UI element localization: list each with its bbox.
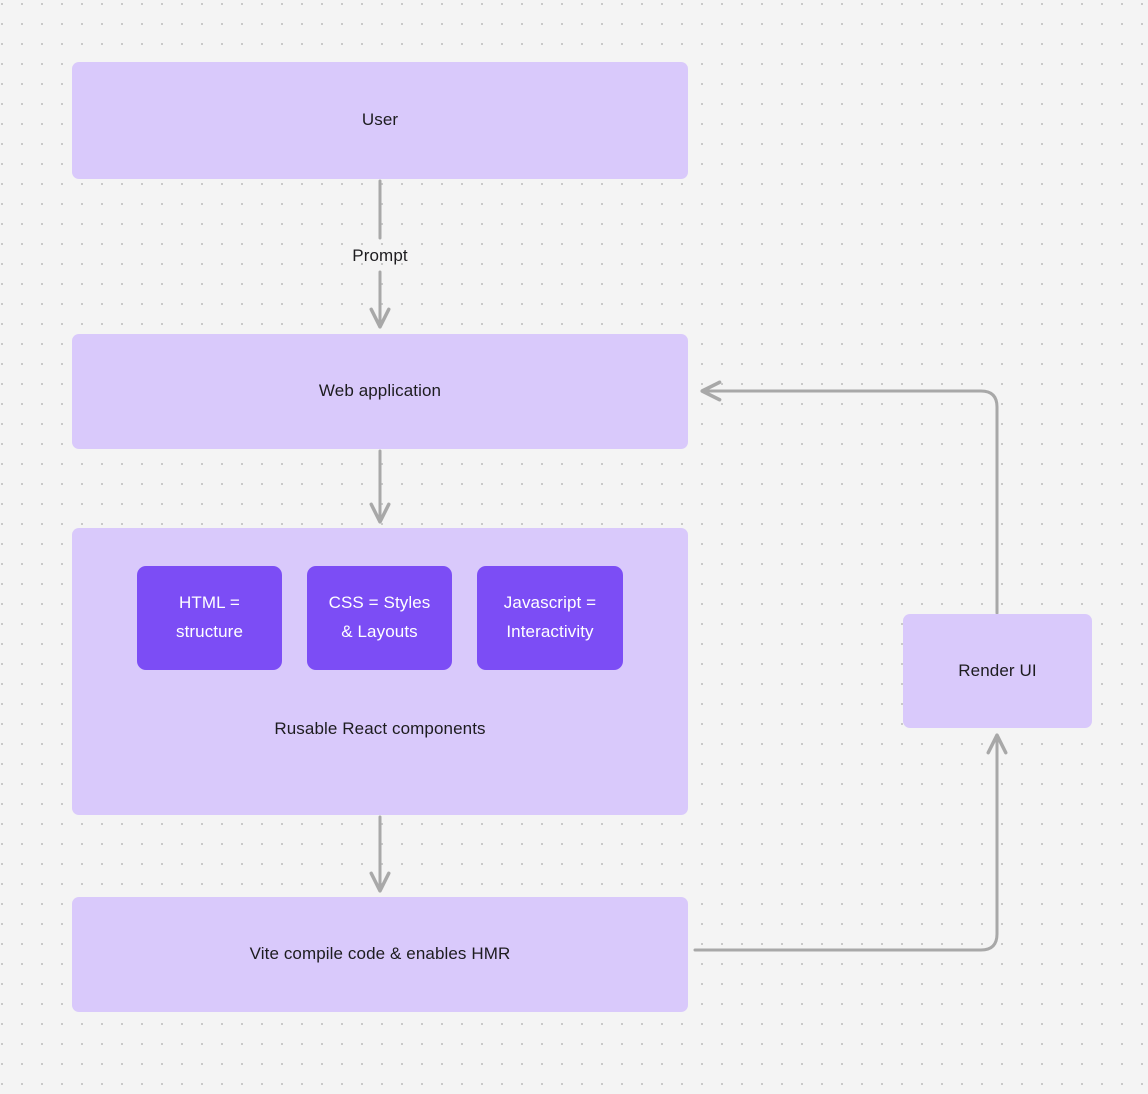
edge-render-to-webapp	[700, 380, 999, 615]
chip-html-label: HTML = structure	[176, 589, 243, 647]
node-vite[interactable]: Vite compile code & enables HMR	[72, 897, 688, 1012]
node-web-application[interactable]: Web application	[72, 334, 688, 449]
node-vite-label: Vite compile code & enables HMR	[249, 944, 511, 964]
chip-css-line1: CSS = Styles	[328, 593, 431, 613]
chip-css-line2: & Layouts	[341, 622, 418, 641]
chip-javascript-line2: Interactivity	[506, 622, 594, 641]
chip-html-line2: structure	[175, 622, 244, 641]
chip-javascript[interactable]: Javascript = Interactivity	[477, 566, 623, 670]
chip-html-line1: HTML =	[179, 593, 240, 613]
chip-css-label: CSS = Styles & Layouts	[329, 589, 431, 647]
node-render-ui[interactable]: Render UI	[903, 614, 1092, 728]
chip-css[interactable]: CSS = Styles & Layouts	[307, 566, 452, 670]
chip-html[interactable]: HTML = structure	[137, 566, 282, 670]
chip-javascript-line1: Javascript =	[503, 593, 597, 613]
edge-vite-to-render	[693, 733, 1008, 952]
node-user-label: User	[361, 110, 399, 130]
chip-javascript-label: Javascript = Interactivity	[504, 589, 596, 647]
node-user[interactable]: User	[72, 62, 688, 179]
node-render-ui-label: Render UI	[958, 660, 1037, 680]
edge-label-prompt: Prompt	[352, 246, 408, 265]
node-reusable-react-components-label: Rusable React components	[274, 719, 486, 738]
node-web-application-label: Web application	[318, 381, 442, 401]
